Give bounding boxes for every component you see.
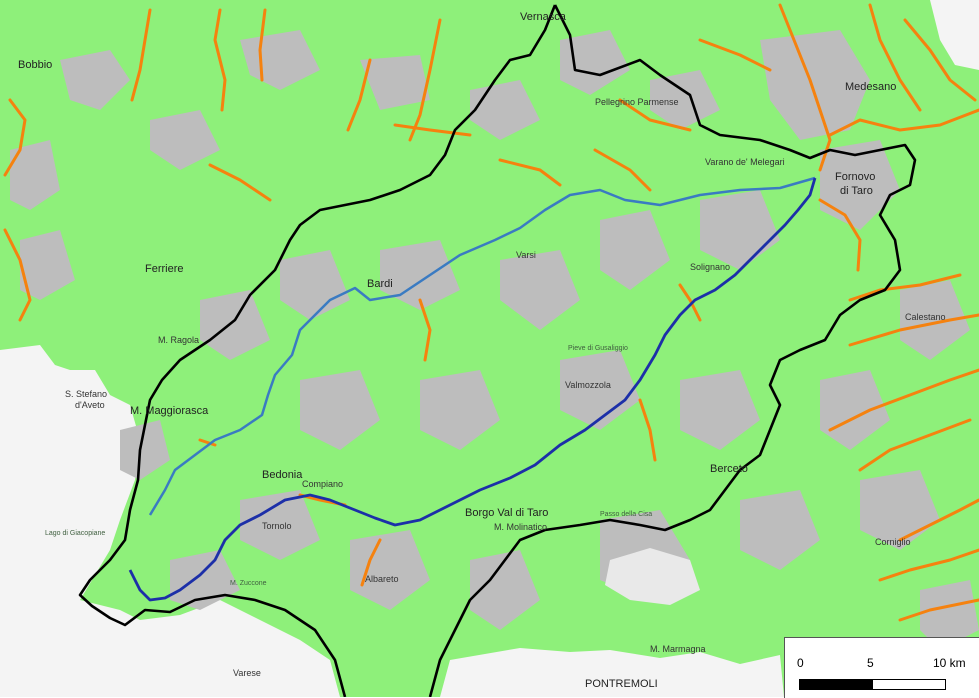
label-varsi: Varsi xyxy=(516,250,536,260)
label-medesano: Medesano xyxy=(845,81,896,93)
label-varese: Varese xyxy=(233,668,261,678)
label-ferriere: Ferriere xyxy=(145,263,184,275)
river-taro xyxy=(128,177,817,602)
label-fornovo: Fornovo xyxy=(835,171,875,183)
urban-white-patch xyxy=(605,548,700,605)
label-di-taro: di Taro xyxy=(840,185,873,197)
label-pellegrino: Pellegrino Parmense xyxy=(595,97,679,107)
label-m-ragola: M. Ragola xyxy=(158,335,199,345)
label-m-marmagna: M. Marmagna xyxy=(650,644,706,654)
scale-tick-10: 10 km xyxy=(933,656,966,670)
label-solignano: Solignano xyxy=(690,262,730,272)
outside-area-northeast xyxy=(930,0,979,70)
label-borgo-val-di-taro: Borgo Val di Taro xyxy=(465,507,548,519)
label-s-stefano: S. Stefano xyxy=(65,389,107,399)
label-vernasca: Vernasca xyxy=(520,11,567,23)
label-varano: Varano de' Melegari xyxy=(705,157,785,167)
label-pontremoli: PONTREMOLI xyxy=(585,678,658,690)
label-bobbio: Bobbio xyxy=(18,59,52,71)
label-passo-della-cisa: Passo della Cisa xyxy=(600,511,652,518)
label-d-aveto: d'Aveto xyxy=(75,400,105,410)
scale-bar: 0 5 10 km xyxy=(784,637,979,698)
scale-tick-5: 5 xyxy=(867,656,874,670)
scale-bar-black-segment xyxy=(799,679,873,690)
label-valmozzola: Valmozzola xyxy=(565,380,611,390)
scale-tick-0: 0 xyxy=(797,656,804,670)
label-albareto: Albareto xyxy=(365,574,399,584)
outside-area-south xyxy=(440,648,784,697)
label-pieve: Pieve di Gusaliggio xyxy=(568,345,628,352)
basin-boundary xyxy=(78,4,917,697)
main-roads xyxy=(3,3,979,622)
label-lago: Lago di Giacopiane xyxy=(45,530,105,537)
label-tornolo: Tornolo xyxy=(262,521,292,531)
label-compiano: Compiano xyxy=(302,479,343,489)
outside-area-southwest xyxy=(0,345,340,697)
label-m-molinatico: M. Molinatico xyxy=(494,522,547,532)
scale-bar-white-segment xyxy=(872,679,946,690)
river-ceno xyxy=(148,176,816,516)
label-m-zuccone: M. Zuccone xyxy=(230,580,267,587)
label-bardi: Bardi xyxy=(367,278,393,290)
label-berceto: Berceto xyxy=(710,463,748,475)
label-corniglio: Corniglio xyxy=(875,537,911,547)
label-bedonia: Bedonia xyxy=(262,469,303,481)
label-calestano: Calestano xyxy=(905,312,946,322)
label-m-maggiorasca: M. Maggiorasca xyxy=(130,405,209,417)
